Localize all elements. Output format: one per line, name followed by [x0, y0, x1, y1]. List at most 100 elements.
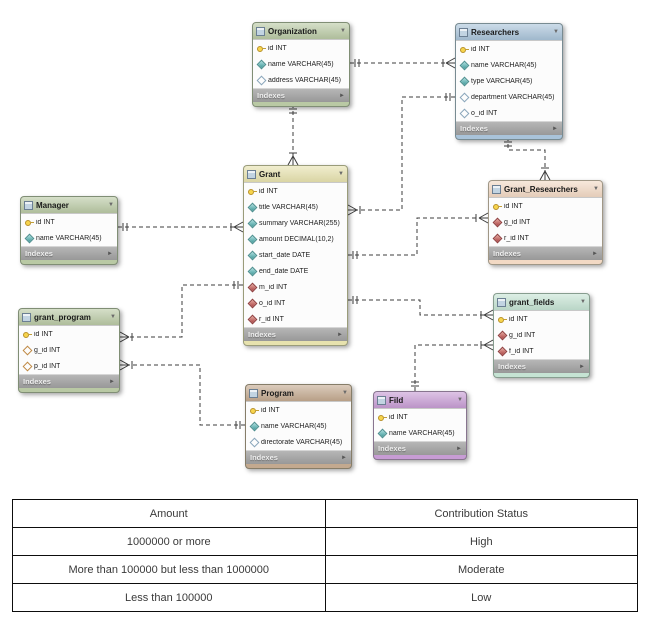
relationship-manager-grant[interactable] [118, 221, 244, 233]
expand-arrow-icon[interactable]: ► [456, 445, 462, 452]
nullable-column-icon [249, 437, 259, 447]
relationship-organization-researchers[interactable] [350, 57, 456, 69]
column-row[interactable]: name VARCHAR(45) [374, 425, 466, 441]
column-row[interactable]: department VARCHAR(45) [456, 89, 562, 105]
not-null-column-icon [247, 218, 257, 228]
column-row[interactable]: id INT [21, 214, 117, 230]
chevron-down-icon[interactable]: ▼ [457, 397, 463, 403]
column-row[interactable]: id INT [456, 41, 562, 57]
chevron-down-icon[interactable]: ▼ [593, 186, 599, 192]
indexes-label: Indexes [248, 330, 276, 339]
not-null-column-icon [377, 428, 387, 438]
relationship-grant-grant-researchers[interactable] [348, 212, 489, 259]
column-label: id INT [259, 187, 278, 195]
foreign-key-icon [492, 217, 502, 227]
column-row[interactable]: id INT [253, 40, 349, 56]
table-name: grant_program [34, 312, 91, 322]
relationship-researchers-grant[interactable] [347, 93, 455, 216]
expand-arrow-icon[interactable]: ► [341, 454, 347, 461]
primary-key-icon [256, 43, 266, 53]
column-label: id INT [34, 330, 53, 338]
column-row[interactable]: name VARCHAR(45) [456, 57, 562, 73]
column-row[interactable]: directorate VARCHAR(45) [246, 434, 351, 450]
column-row[interactable]: name VARCHAR(45) [253, 56, 349, 72]
not-null-column-icon [459, 60, 469, 70]
expand-arrow-icon[interactable]: ► [109, 378, 115, 385]
chevron-down-icon[interactable]: ▼ [553, 29, 559, 35]
indexes-footer[interactable]: Indexes► [374, 442, 466, 455]
column-label: department VARCHAR(45) [471, 93, 555, 101]
column-row[interactable]: r_id INT [244, 311, 347, 327]
table-name: Fild [389, 395, 404, 405]
chevron-down-icon[interactable]: ▼ [340, 28, 346, 34]
column-row[interactable]: p_id INT [19, 358, 119, 374]
column-row[interactable]: o_id INT [456, 105, 562, 121]
relationship-grant-grant-program[interactable] [119, 281, 243, 343]
indexes-footer[interactable]: Indexes► [494, 360, 589, 373]
expand-arrow-icon[interactable]: ► [107, 250, 113, 257]
column-label: p_id INT [34, 362, 61, 370]
column-row[interactable]: m_id INT [244, 279, 347, 295]
column-row[interactable]: r_id INT [489, 230, 602, 246]
indexes-footer[interactable]: Indexes► [19, 375, 119, 388]
indexes-footer[interactable]: Indexes► [21, 247, 117, 260]
column-row[interactable]: title VARCHAR(45) [244, 199, 347, 215]
column-row[interactable]: summary VARCHAR(255) [244, 215, 347, 231]
expand-arrow-icon[interactable]: ► [579, 363, 585, 370]
table-name: Grant_Researchers [504, 184, 578, 194]
column-row[interactable]: id INT [494, 311, 589, 327]
entity-table-grant-program[interactable]: grant_program ▼ id INT g_id INT p_id INT Inde… [18, 308, 120, 393]
column-row[interactable]: start_date DATE [244, 247, 347, 263]
indexes-footer[interactable]: Indexes► [253, 89, 349, 102]
expand-arrow-icon[interactable]: ► [339, 92, 345, 99]
chevron-down-icon[interactable]: ▼ [338, 171, 344, 177]
column-row[interactable]: g_id INT [19, 342, 119, 358]
chevron-down-icon[interactable]: ▼ [108, 202, 114, 208]
column-row[interactable]: end_date DATE [244, 263, 347, 279]
column-row[interactable]: o_id INT [244, 295, 347, 311]
column-row[interactable]: id INT [374, 409, 466, 425]
column-row[interactable]: type VARCHAR(45) [456, 73, 562, 89]
indexes-footer[interactable]: Indexes► [456, 122, 562, 135]
column-row[interactable]: id INT [246, 402, 351, 418]
column-row[interactable]: g_id INT [489, 214, 602, 230]
expand-arrow-icon[interactable]: ► [592, 250, 598, 257]
column-row[interactable]: name VARCHAR(45) [246, 418, 351, 434]
column-row[interactable]: amount DECIMAL(10,2) [244, 231, 347, 247]
column-row[interactable]: name VARCHAR(45) [21, 230, 117, 246]
column-row[interactable]: id INT [19, 326, 119, 342]
column-row[interactable]: f_id INT [494, 343, 589, 359]
chevron-down-icon[interactable]: ▼ [580, 299, 586, 305]
indexes-footer[interactable]: Indexes► [489, 247, 602, 260]
relationship-fild-grant-fields[interactable] [411, 339, 494, 391]
relationship-program-grant-program[interactable] [119, 359, 245, 429]
column-row[interactable]: id INT [244, 183, 347, 199]
primary-key-icon [249, 405, 259, 415]
column-label: g_id INT [509, 331, 536, 339]
column-row[interactable]: address VARCHAR(45) [253, 72, 349, 88]
table-name: Manager [36, 200, 69, 210]
expand-arrow-icon[interactable]: ► [337, 331, 343, 338]
relationship-organization-grant[interactable] [287, 104, 299, 166]
expand-arrow-icon[interactable]: ► [552, 125, 558, 132]
column-row[interactable]: id INT [489, 198, 602, 214]
chevron-down-icon[interactable]: ▼ [110, 314, 116, 320]
relationship-researchers-grant-researchers[interactable] [504, 137, 551, 181]
column-label: r_id INT [259, 315, 284, 323]
indexes-footer[interactable]: Indexes ► [244, 328, 347, 341]
indexes-footer[interactable]: Indexes► [246, 451, 351, 464]
table-columns: id INT g_id INT p_id INT [19, 325, 119, 375]
chevron-down-icon[interactable]: ▼ [342, 390, 348, 396]
column-row[interactable]: g_id INT [494, 327, 589, 343]
relationship-grant-grant-fields[interactable] [348, 296, 494, 321]
